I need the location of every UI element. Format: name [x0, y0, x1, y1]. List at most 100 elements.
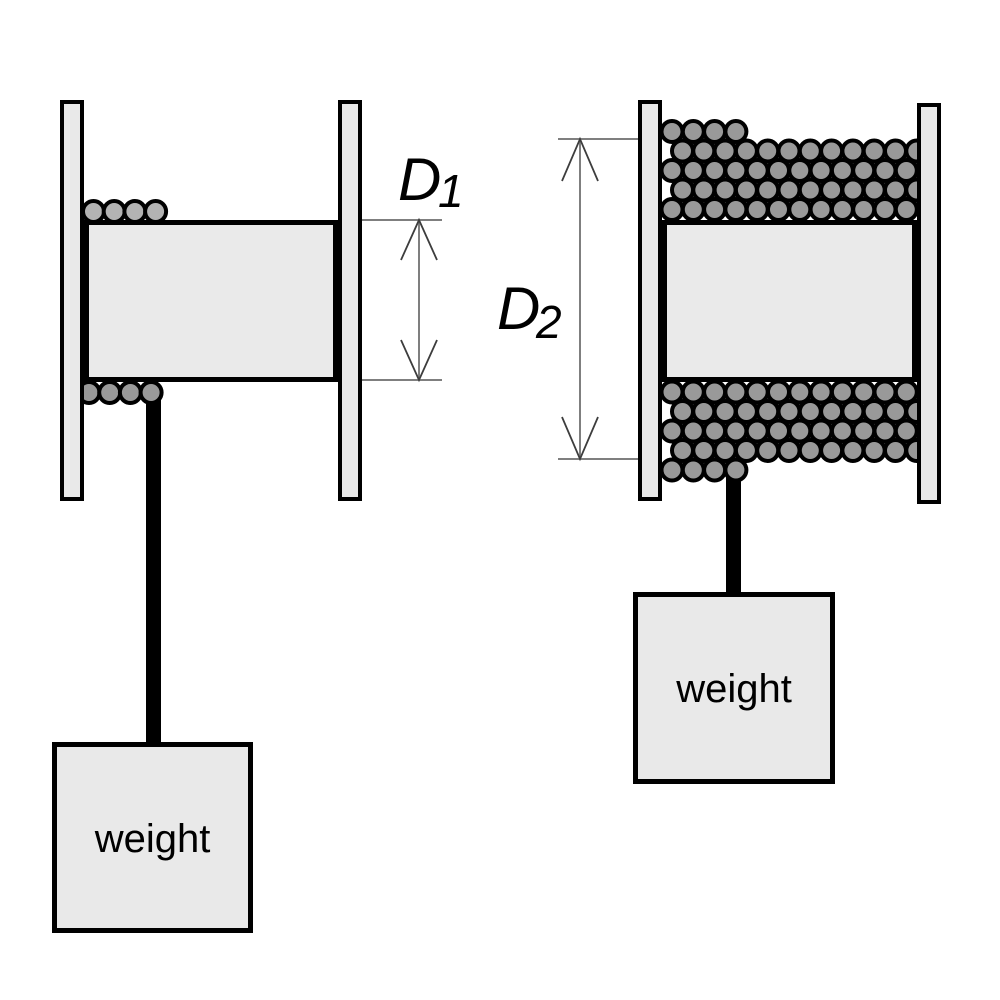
- left-spool-bottom-windings: [76, 380, 164, 405]
- wire-turn-circle: [819, 177, 845, 203]
- wire-turn-circle: [840, 399, 866, 424]
- d2-label: D: [497, 275, 540, 342]
- d2-arrowhead-top: [561, 136, 599, 182]
- left-spool-hanging-wire: [146, 393, 161, 745]
- wire-turn-circle: [723, 418, 749, 444]
- wire-turn-circle: [744, 158, 770, 183]
- left-spool-top-windings: [81, 199, 169, 224]
- wire-turn-circle: [851, 197, 877, 222]
- wire-turn-circle: [819, 438, 845, 463]
- d2-label-subscript: 2: [535, 296, 562, 348]
- wire-turn-circle: [893, 418, 918, 444]
- wire-turn-circle: [766, 418, 791, 444]
- wire-turn-circle: [829, 379, 855, 405]
- wire-turn-circle: [744, 418, 770, 444]
- wire-turn-circle: [733, 438, 759, 463]
- wire-turn-circle: [733, 138, 759, 164]
- wire-turn-circle: [660, 379, 685, 405]
- wire-turn-circle: [904, 438, 918, 463]
- wire-turn-circle: [712, 138, 738, 164]
- wire-turn-circle: [829, 197, 855, 222]
- wire-turn-circle: [851, 158, 877, 183]
- wire-turn-circle: [797, 399, 823, 424]
- wire-turn-circle: [797, 438, 823, 463]
- wire-turn-circle: [883, 399, 908, 424]
- wire-turn-circle: [776, 438, 802, 463]
- wire-turn-circle: [702, 418, 728, 444]
- wire-turn-circle: [755, 138, 781, 164]
- wire-turn-circle: [680, 119, 706, 144]
- wire-turn-circle: [787, 158, 813, 183]
- wire-turn-circle: [733, 399, 759, 424]
- wire-turn-circle: [81, 199, 106, 224]
- wire-turn-circle: [680, 418, 706, 444]
- left-weight-box: [52, 742, 253, 933]
- wire-turn-circle: [702, 119, 728, 144]
- wire-turn-circle: [808, 158, 834, 183]
- right-weight-label: weight: [675, 667, 792, 711]
- wire-turn-circle: [660, 197, 685, 222]
- wire-turn-circle: [723, 197, 749, 222]
- right-spool-left-flange: [638, 100, 662, 501]
- wire-turn-circle: [840, 438, 866, 463]
- wire-turn-circle: [797, 138, 823, 164]
- wire-turn-circle: [840, 177, 866, 203]
- right-weight-box: [633, 592, 835, 784]
- wire-turn-circle: [808, 379, 834, 405]
- wire-turn-circle: [755, 399, 781, 424]
- d1-arrowhead-bottom: [400, 339, 438, 383]
- wire-turn-circle: [883, 177, 908, 203]
- wire-turn-circle: [872, 379, 898, 405]
- wire-turn-circle: [904, 177, 918, 203]
- wire-turn-circle: [904, 399, 918, 424]
- wire-turn-circle: [660, 119, 685, 144]
- right-spool: weight: [633, 100, 941, 784]
- wire-turn-circle: [883, 138, 908, 164]
- wire-turn-circle: [766, 197, 791, 222]
- wire-turn-circle: [97, 380, 123, 405]
- left-weight-label: weight: [94, 817, 211, 861]
- wire-turn-circle: [766, 379, 791, 405]
- wire-turn-circle: [872, 197, 898, 222]
- wire-turn-circle: [680, 197, 706, 222]
- right-spool-hanging-wire: [726, 468, 741, 596]
- wire-turn-circle: [787, 418, 813, 444]
- wire-turn-circle: [851, 379, 877, 405]
- wire-turn-circle: [819, 399, 845, 424]
- left-spool-left-flange: [60, 100, 84, 501]
- wire-turn-circle: [861, 138, 887, 164]
- wire-turn-circle: [829, 418, 855, 444]
- wire-turn-circle: [861, 399, 887, 424]
- left-spool: weight: [52, 100, 362, 933]
- wire-turn-circle: [787, 379, 813, 405]
- d1-dimension: D 1: [362, 146, 464, 383]
- wire-turn-circle: [766, 158, 791, 183]
- wire-turn-circle: [660, 457, 685, 483]
- wire-turn-circle: [893, 197, 918, 222]
- wire-turn-circle: [808, 418, 834, 444]
- wire-turn-circle: [851, 418, 877, 444]
- wire-turn-circle: [691, 438, 717, 463]
- wire-turn-circle: [691, 138, 717, 164]
- d1-label-subscript: 1: [438, 165, 464, 217]
- right-spool-bottom-windings: [660, 379, 918, 483]
- wire-turn-circle: [776, 399, 802, 424]
- wire-turn-circle: [670, 399, 695, 424]
- wire-turn-circle: [883, 438, 908, 463]
- wire-turn-circle: [691, 177, 717, 203]
- wire-turn-circle: [712, 399, 738, 424]
- wire-turn-circle: [861, 438, 887, 463]
- wire-turn-circle: [702, 197, 728, 222]
- right-spool-top-windings: [660, 119, 918, 222]
- wire-turn-circle: [797, 177, 823, 203]
- wire-turn-circle: [744, 379, 770, 405]
- wire-turn-circle: [755, 177, 781, 203]
- wire-turn-circle: [101, 199, 127, 224]
- wire-turn-circle: [702, 158, 728, 183]
- d1-label: D: [398, 146, 441, 213]
- left-spool-drum: [84, 220, 338, 382]
- wire-turn-circle: [680, 158, 706, 183]
- wire-turn-circle: [723, 457, 749, 483]
- wire-turn-circle: [893, 158, 918, 183]
